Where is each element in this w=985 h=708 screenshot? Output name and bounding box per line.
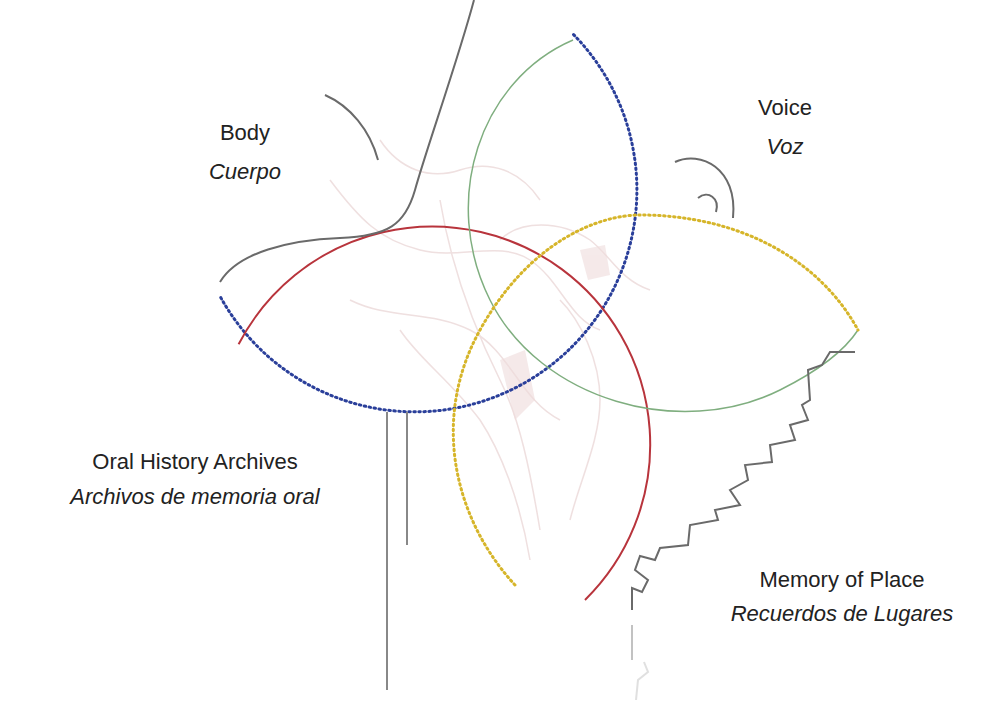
neck-line [386,412,388,690]
background-sketch [330,140,650,560]
eyebrow [325,95,378,160]
face-profile [220,0,474,282]
sketch-line [440,200,540,530]
blot [500,350,535,420]
sketch-line [380,140,540,200]
ear [698,195,717,212]
label-spanish: Recuerdos de Lugares [731,601,954,627]
label-english: Oral History Archives [92,449,297,475]
neck-line [406,412,408,545]
label-spanish: Archivos de memoria oral [70,484,319,510]
voice-arc [468,40,858,412]
label-english: Voice [758,95,812,121]
label-spanish: Cuerpo [209,159,281,185]
body-arc [221,33,637,412]
profile-lines [220,0,733,690]
label-spanish: Voz [766,134,803,160]
label-english: Body [220,120,270,146]
reflection-line [631,625,633,660]
label-english: Memory of Place [759,567,924,593]
reflection-line [636,662,648,700]
place-arc [453,215,858,585]
archives-arc [239,227,651,600]
blot [580,245,610,280]
coast-reflection [632,625,648,700]
sketch-line [560,300,600,520]
ear [675,158,733,218]
